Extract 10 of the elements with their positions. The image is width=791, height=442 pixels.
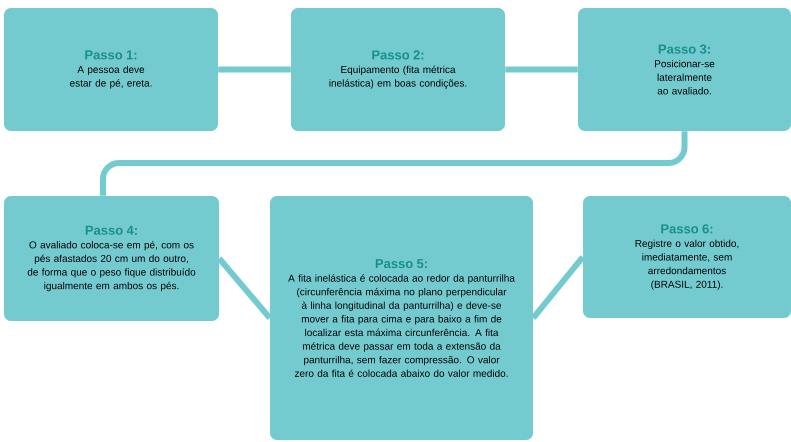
step-box: Passo 4: O avaliado coloca-se em pé, com os pés afastados 20 cm um do outro, de forma que o peso fique distribuído igualmente em ambos os pés. (4, 196, 219, 321)
connector-line (216, 256, 272, 320)
step-box: Passo 1: A pessoa deve estar de pé, ereta. (4, 8, 218, 131)
connector-line (530, 255, 586, 320)
connector-line (505, 66, 578, 72)
step-box: Passo 6: Registre o valor obtido, imediatamente, sem arredondamentos (BRASIL, 2011). (583, 196, 791, 318)
step-box: Passo 3: Posicionar-se lateralmente ao avaliado. (578, 8, 791, 131)
connector-line (218, 66, 291, 72)
step-box: Passo 5: A fita inelástica é colocada ao redor da panturrilha (circunferência máxima no plano perpendicular à linha longitudinal da panturrilha) e deve-se mover a fita para cima e para baixo a fim de localizar esta máxima circunferência. A fita métrica deve passar em toda a extensão da panturrilha, sem fazer compressão. O valor zero da fita é colocada abaixo do valor medido. (270, 196, 533, 440)
step-box: Passo 2: Equipamento (fita métrica inelástica) em boas condições. (291, 8, 505, 131)
